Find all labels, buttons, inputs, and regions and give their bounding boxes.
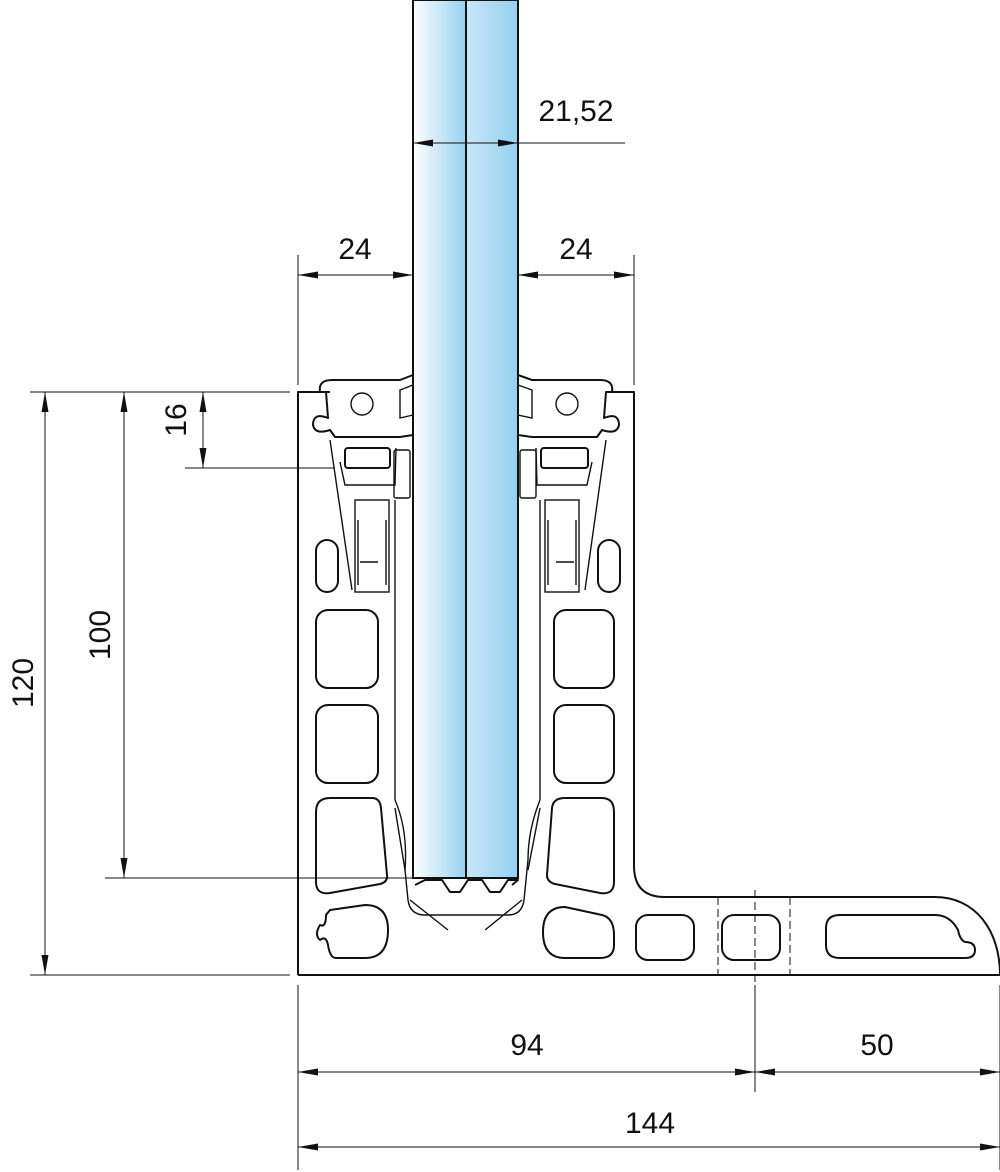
bolt [354, 499, 390, 593]
dim-label-right-foot-width: 50 [860, 1029, 893, 1062]
dim-clamp-height: 16 [160, 392, 335, 469]
dim-left-offset: 24 [297, 233, 413, 385]
left-clamp [312, 374, 414, 593]
dim-label-glass-thickness: 21,52 [538, 95, 613, 128]
cavity [315, 609, 379, 689]
foot-slot [825, 914, 976, 959]
cavity [542, 906, 615, 959]
cavity [315, 704, 379, 784]
dim-label-total-height: 120 [7, 658, 40, 708]
cavity [315, 797, 389, 895]
slot-hole [315, 539, 339, 593]
foot-hole [635, 914, 695, 961]
clamp-nut [344, 447, 391, 469]
cavity [316, 904, 389, 959]
dim-glass-thickness: 21,52 [413, 95, 625, 147]
dim-label-total-width: 144 [625, 1107, 675, 1140]
foot-hole [721, 914, 781, 961]
clamp-nut [540, 447, 589, 469]
dim-base-widths: 94 50 144 [297, 985, 1000, 1170]
dim-right-offset: 24 [518, 233, 635, 385]
dim-total-height: 120 [7, 391, 290, 976]
dim-label-left-base-width: 94 [510, 1029, 543, 1062]
cavity [553, 609, 615, 689]
dim-insert-depth: 100 [84, 392, 413, 879]
bolt [544, 499, 580, 593]
dim-label-right-offset: 24 [559, 233, 592, 266]
right-clamp [517, 374, 620, 593]
laminated-glass [394, 0, 541, 931]
dim-label-insert-depth: 100 [84, 610, 117, 660]
slot-hole [597, 539, 621, 593]
dim-label-clamp-height: 16 [160, 403, 193, 436]
cavity [553, 704, 615, 784]
dim-label-left-offset: 24 [338, 233, 371, 266]
base-profile [297, 391, 1000, 985]
cavity [546, 797, 615, 895]
